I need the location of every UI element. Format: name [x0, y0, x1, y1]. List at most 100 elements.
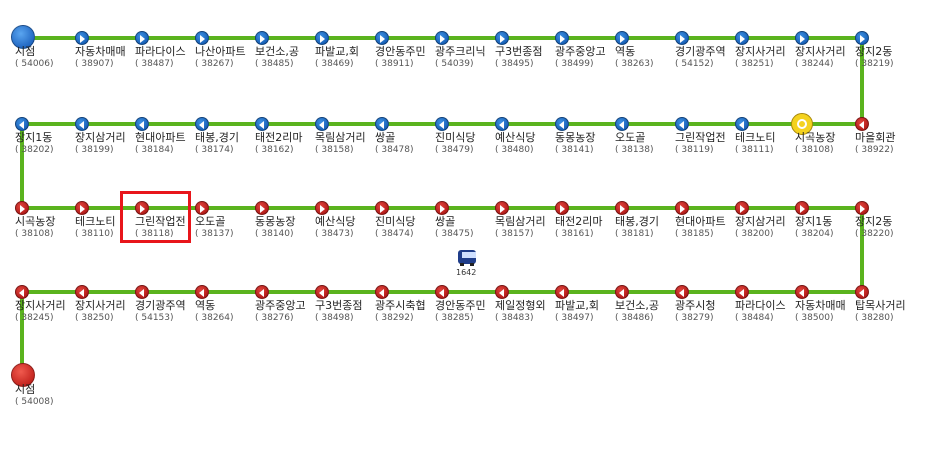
stop-marker-icon: [795, 285, 809, 299]
stop-code: ( 38495): [495, 59, 534, 69]
stop-name: 시점: [15, 383, 36, 396]
stop-code: ( 38264): [195, 313, 234, 323]
arrow-right-icon: [800, 35, 805, 43]
route-line-connector-right-2: [860, 208, 864, 294]
arrow-left-icon: [859, 121, 864, 129]
stop-name: 장지1동: [15, 131, 53, 144]
arrow-left-icon: [439, 289, 444, 297]
turnaround-icon: [791, 113, 813, 135]
stop-code: ( 38161): [555, 229, 594, 239]
stop-marker-icon: [675, 285, 689, 299]
arrow-left-icon: [739, 121, 744, 129]
stop-marker-icon: [795, 201, 809, 215]
arrow-left-icon: [439, 121, 444, 129]
arrow-right-icon: [80, 205, 85, 213]
stop-marker-icon: [495, 31, 509, 45]
stop-code: ( 38478): [375, 145, 414, 155]
stop-code: ( 38263): [615, 59, 654, 69]
arrow-right-icon: [140, 205, 145, 213]
stop-marker-icon: [615, 285, 629, 299]
arrow-right-icon: [500, 205, 505, 213]
stop-code: ( 38250): [75, 313, 114, 323]
arrow-left-icon: [319, 121, 324, 129]
stop-name: 그린작업전: [675, 131, 726, 144]
stop-name: 경안동주민: [435, 299, 486, 312]
stop-marker-icon: [135, 31, 149, 45]
arrow-right-icon: [800, 205, 805, 213]
stop-name: 파라다이스: [135, 45, 186, 58]
stop-marker-icon: [615, 201, 629, 215]
stop-name: 진미식당: [435, 131, 476, 144]
stop-name: 장지2동: [855, 45, 893, 58]
stop-name: 광주시축협: [375, 299, 426, 312]
arrow-left-icon: [379, 289, 384, 297]
arrow-left-icon: [259, 289, 264, 297]
arrow-left-icon: [679, 289, 684, 297]
stop-name: 역동: [615, 45, 636, 58]
start-terminal-icon: [11, 25, 35, 49]
stop-marker-icon: [735, 31, 749, 45]
arrow-right-icon: [680, 205, 685, 213]
stop-name: 오도골: [615, 131, 646, 144]
arrow-right-icon: [740, 205, 745, 213]
stop-marker-icon: [255, 31, 269, 45]
stop-marker-icon: [555, 285, 569, 299]
stop-code: ( 38487): [135, 59, 174, 69]
stop-code: ( 38251): [735, 59, 774, 69]
stop-marker-icon: [435, 31, 449, 45]
stop-marker-icon: [75, 285, 89, 299]
arrow-right-icon: [620, 205, 625, 213]
stop-code: ( 38497): [555, 313, 594, 323]
stop-marker-icon: [255, 117, 269, 131]
stop-name: 시곡농장: [795, 131, 836, 144]
stop-code: ( 38200): [735, 229, 774, 239]
stop-code: ( 38118): [135, 229, 174, 239]
stop-marker-icon: [435, 117, 449, 131]
arrow-left-icon: [79, 121, 84, 129]
stop-code: ( 38474): [375, 229, 414, 239]
stop-name: 경안동주민: [375, 45, 426, 58]
stop-name: 장지삼거리: [75, 131, 126, 144]
arrow-left-icon: [259, 121, 264, 129]
stop-code: ( 38292): [375, 313, 414, 323]
stop-code: ( 38276): [255, 313, 294, 323]
stop-code: ( 38499): [555, 59, 594, 69]
stop-code: ( 38245): [15, 313, 54, 323]
stop-name: 테크노티: [75, 215, 116, 228]
bus-icon[interactable]: 1642: [456, 250, 478, 280]
stop-code: ( 38181): [615, 229, 654, 239]
stop-name: 역동: [195, 299, 216, 312]
stop-name: 광주중앙고: [555, 45, 606, 58]
stop-code: ( 38204): [795, 229, 834, 239]
stop-code: ( 38907): [75, 59, 114, 69]
stop-code: ( 38244): [795, 59, 834, 69]
stop-name: 장지삼거리: [735, 215, 786, 228]
stop-code: ( 38911): [375, 59, 414, 69]
arrow-right-icon: [860, 35, 865, 43]
stop-name: 현대아파트: [135, 131, 186, 144]
stop-marker-icon: [15, 117, 29, 131]
stop-name: 태전2리마: [555, 215, 603, 228]
stop-name: 시곡농장: [15, 215, 56, 228]
stop-marker-icon: [375, 31, 389, 45]
arrow-left-icon: [739, 289, 744, 297]
stop-marker-icon: [15, 201, 29, 215]
stop-code: ( 38484): [735, 313, 774, 323]
stop-marker-icon: [255, 201, 269, 215]
stop-marker-icon: [735, 201, 749, 215]
stop-code: ( 38110): [75, 229, 114, 239]
stop-name: 그린작업전: [135, 215, 186, 228]
arrow-left-icon: [19, 121, 24, 129]
bus-wheel: [460, 263, 464, 266]
stop-name: 예산식당: [495, 131, 536, 144]
stop-marker-icon: [495, 117, 509, 131]
stop-marker-icon: [135, 201, 149, 215]
stop-code: ( 38498): [315, 313, 354, 323]
stop-code: ( 38469): [315, 59, 354, 69]
stop-name: 예산식당: [315, 215, 356, 228]
stop-marker-icon: [375, 285, 389, 299]
stop-marker-icon: [75, 31, 89, 45]
arrow-left-icon: [619, 289, 624, 297]
stop-code: ( 54153): [135, 313, 174, 323]
stop-code: ( 54006): [15, 59, 54, 69]
